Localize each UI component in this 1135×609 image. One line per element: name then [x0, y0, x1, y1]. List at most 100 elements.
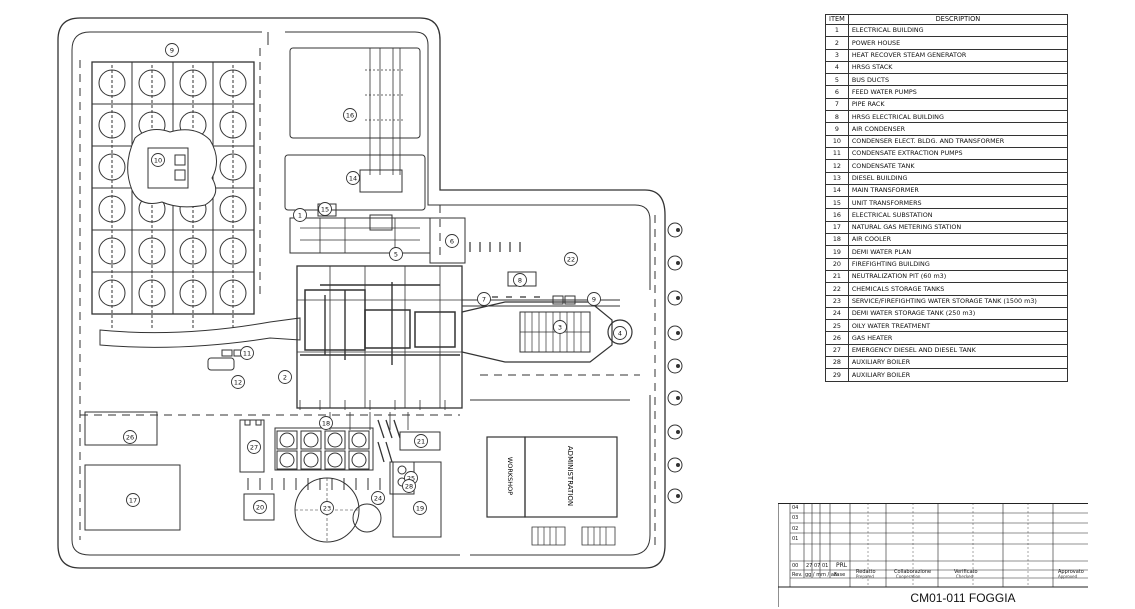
- revision-number: 02: [792, 525, 799, 532]
- revision-number: 04: [792, 505, 799, 511]
- lamp-icon: [667, 290, 683, 306]
- callout-number: 8: [518, 276, 522, 284]
- legend-item-number: 17: [825, 220, 849, 235]
- legend-item-description: CHEMICALS STORAGE TANKS: [847, 282, 1069, 296]
- callout-number: 24: [374, 494, 382, 502]
- legend-item-description: AIR COOLER: [847, 233, 1069, 247]
- air-cooler-fan: [327, 432, 343, 448]
- lamp-icon: [667, 222, 683, 238]
- callout-number: 2: [283, 373, 287, 381]
- air-cooler-fan: [303, 432, 319, 448]
- perimeter-lamps: [667, 222, 683, 504]
- site-plan: 1234567899101112141516171819202122232425…: [57, 17, 683, 569]
- lamp-dot: [676, 261, 680, 265]
- legend-item-number: 8: [825, 110, 849, 124]
- legend-item-description: CONDENSATE EXTRACTION PUMPS: [847, 146, 1069, 161]
- callout-circle: [346, 171, 360, 185]
- legend-item-number: 14: [825, 183, 849, 198]
- workshop-building: [486, 436, 526, 518]
- callouts: 1234567899101112141516171819202122232425…: [123, 43, 627, 515]
- callout-circle: [126, 493, 140, 507]
- callout-number: 22: [567, 255, 575, 263]
- administration-label: ADMINISTRATION: [566, 446, 574, 506]
- callout-circle: [247, 440, 261, 454]
- col-checked-en: Checked: [956, 574, 974, 579]
- col-prepared: Redatto: [856, 569, 876, 575]
- air-cooler-fan: [327, 452, 343, 468]
- condensate-tank: [207, 357, 235, 371]
- rev0-day: 27: [806, 563, 813, 569]
- legend-item-number: 9: [825, 122, 849, 136]
- callout-circle: [553, 320, 567, 334]
- callout-circle: [371, 491, 385, 505]
- air-cooler-cell: [276, 430, 298, 450]
- power-house: [296, 265, 463, 409]
- callout-number: 7: [482, 295, 486, 303]
- callout-number: 19: [416, 504, 424, 512]
- callout-number: 11: [243, 349, 251, 357]
- col-phase: Fase: [834, 572, 846, 578]
- legend-item-description: MAIN TRANSFORMER: [847, 183, 1069, 198]
- legend-header-description: DESCRIPTION: [847, 14, 1069, 25]
- legend-item-description: HRSG STACK: [847, 60, 1069, 75]
- col-rev: Rev.: [792, 572, 803, 578]
- callout-number: 27: [250, 443, 258, 451]
- callout-circle: [413, 501, 427, 515]
- legend-item-number: 15: [825, 196, 849, 210]
- legend-item-description: EMERGENCY DIESEL AND DIESEL TANK: [847, 343, 1069, 358]
- legend-item-number: 2: [825, 36, 849, 50]
- callout-number: 4: [618, 329, 622, 337]
- legend-item-number: 7: [825, 97, 849, 112]
- lamp-icon: [667, 325, 683, 341]
- callout-circle: [564, 252, 578, 266]
- lamp-dot: [676, 396, 680, 400]
- air-cooler-fans: [276, 430, 370, 470]
- lamp-dot: [676, 331, 680, 335]
- legend-item-description: FIREFIGHTING BUILDING: [847, 257, 1069, 271]
- legend-item-number: 18: [825, 233, 849, 247]
- lamp-icon: [667, 390, 683, 406]
- legend-item-number: 4: [825, 60, 849, 75]
- callout-circle: [319, 416, 333, 430]
- callout-circle: [414, 434, 428, 448]
- callout-circle: [278, 370, 292, 384]
- legend-item-description: UNIT TRANSFORMERS: [847, 196, 1069, 210]
- legend-item-description: PIPE RACK: [847, 97, 1069, 112]
- col-cooperation-en: Cooperation: [896, 574, 921, 579]
- aux-building-26: [84, 411, 158, 446]
- legend-item-number: 20: [825, 257, 849, 271]
- col-prepared-en: Prepared: [856, 574, 874, 579]
- lamp-icon: [667, 255, 683, 271]
- hrsg-stack: [607, 319, 633, 345]
- callout-circle: [613, 326, 627, 340]
- lamp-dot: [676, 296, 680, 300]
- legend-item-description: AIR CONDENSER: [847, 122, 1069, 136]
- legend-item-number: 6: [825, 85, 849, 99]
- administration-building: [524, 436, 618, 518]
- lamp-dot: [676, 463, 680, 467]
- callout-number: 20: [256, 503, 264, 511]
- legend-item-number: 29: [825, 368, 849, 382]
- callout-circle: [293, 208, 307, 222]
- legend-item-number: 1: [825, 23, 849, 38]
- callout-circle: [389, 247, 403, 261]
- neutralization-pit: [399, 431, 441, 451]
- air-cooler-fan: [303, 452, 319, 468]
- legend-item-description: FEED WATER PUMPS: [847, 85, 1069, 99]
- air-cooler-fan: [351, 452, 367, 468]
- revision-number: 01: [792, 535, 799, 542]
